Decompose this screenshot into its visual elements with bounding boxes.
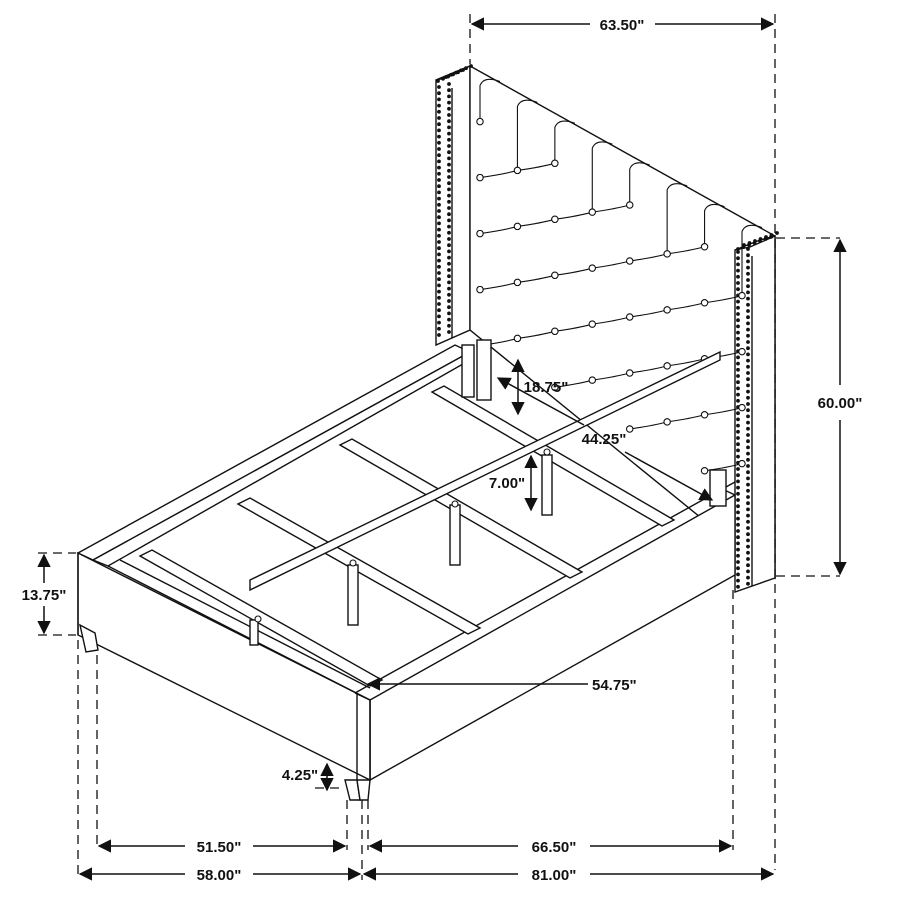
- dim-leg-clearance: 4.25": [282, 767, 318, 784]
- nailhead-trim: [436, 64, 779, 589]
- right-wing: [734, 235, 776, 593]
- headboard: [435, 64, 779, 593]
- dim-headboard-height: 60.00": [818, 395, 863, 412]
- dim-inner-length: 54.75": [592, 677, 637, 694]
- bed-frame: [76, 339, 736, 801]
- bracket-right: [709, 469, 727, 507]
- dim-headboard-width: 63.50": [600, 17, 645, 34]
- dim-inner-width: 44.25": [582, 431, 627, 448]
- right-side-rail: [369, 493, 736, 782]
- footboard: [77, 551, 371, 782]
- dim-footboard-height: 13.75": [22, 587, 67, 604]
- dim-inner-footboard-width: 51.50": [197, 839, 242, 856]
- dim-center-leg-height: 7.00": [489, 475, 525, 492]
- dim-inner-side-length: 66.50": [532, 839, 577, 856]
- dim-overall-width: 58.00": [197, 867, 242, 884]
- left-side-rail-top: [76, 344, 472, 561]
- center-rail: [249, 350, 721, 592]
- front-left-leg: [78, 623, 99, 653]
- left-wing: [435, 64, 471, 347]
- tufting-pattern: [476, 78, 763, 475]
- dim-overall-length: 81.00": [532, 867, 577, 884]
- dimension-lines: 63.50" 60.00" 18.75" 44.25" 7.00" 13.75"…: [22, 14, 863, 884]
- dim-slat-support-height: 18.75": [524, 379, 569, 396]
- bracket-left: [461, 344, 475, 398]
